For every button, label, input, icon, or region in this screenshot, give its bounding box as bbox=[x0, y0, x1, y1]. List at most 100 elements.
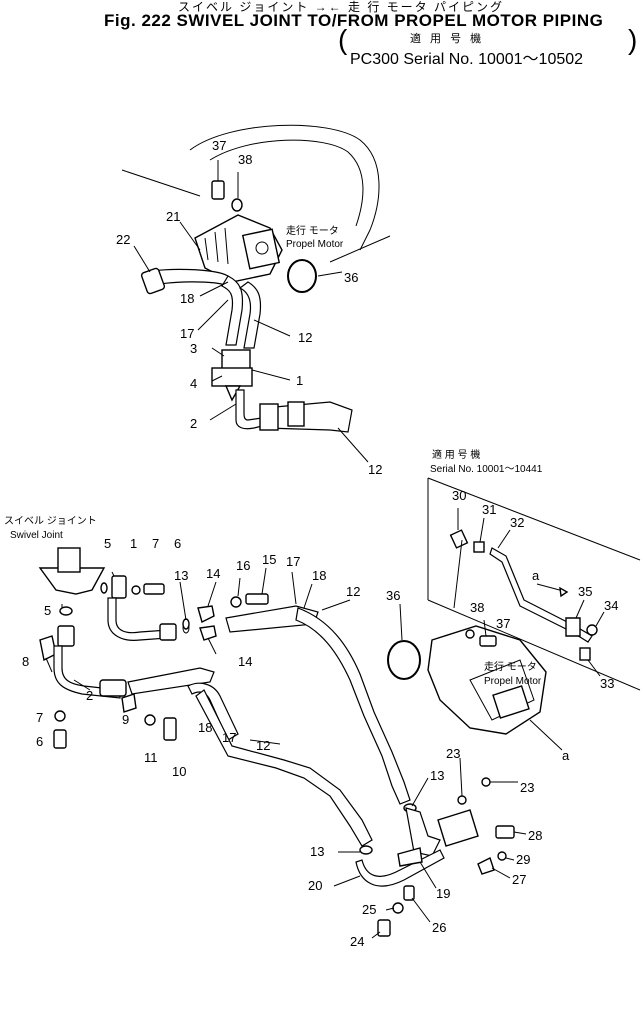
inset-applicable-jp: 適 用 号 機 bbox=[432, 448, 480, 461]
clip-27 bbox=[477, 857, 495, 875]
valve-block bbox=[437, 809, 479, 847]
part-number-35: 35 bbox=[578, 584, 592, 599]
part-number-13b: 13 bbox=[430, 768, 444, 783]
part-number-12-lower: 12 bbox=[346, 584, 360, 599]
reference-a-inset: a bbox=[532, 568, 540, 583]
part-number-9: 9 bbox=[122, 712, 129, 727]
elbow-14a bbox=[197, 605, 215, 624]
part-number-2-top: 2 bbox=[190, 416, 197, 431]
fitting-30 bbox=[449, 529, 469, 549]
part-number-23a: 23 bbox=[446, 746, 460, 761]
part-number-34: 34 bbox=[604, 598, 618, 613]
washer-7 bbox=[54, 710, 66, 722]
part-number-31: 31 bbox=[482, 502, 496, 517]
part-number-10: 10 bbox=[172, 764, 186, 779]
left-paren: ( bbox=[338, 24, 348, 55]
tube-32 bbox=[489, 547, 593, 643]
bolt-6 bbox=[53, 729, 67, 749]
part-number-20: 20 bbox=[308, 878, 322, 893]
part-number-5b: 5 bbox=[44, 603, 51, 618]
part-number-36-lower: 36 bbox=[386, 588, 400, 603]
tube-1 bbox=[107, 597, 169, 641]
part-number-38-lower: 38 bbox=[470, 600, 484, 615]
bolt-24 bbox=[377, 919, 391, 937]
figure-header: スイベル ジョイント →← 走 行 モータ パイピング Fig. 222 SWI… bbox=[0, 0, 644, 70]
part-number-30: 30 bbox=[452, 488, 466, 503]
part-number-17-lower: 17 bbox=[222, 730, 236, 745]
part-number-27: 27 bbox=[512, 872, 526, 887]
japanese-title: スイベル ジョイント →← 走 行 モータ パイピング bbox=[178, 0, 505, 14]
part-number-3: 3 bbox=[190, 341, 197, 356]
part-number-38-top: 38 bbox=[238, 152, 252, 167]
elbow-14b bbox=[199, 625, 217, 641]
part-number-25: 25 bbox=[362, 902, 376, 917]
washer-11 bbox=[144, 714, 156, 726]
part-number-13a: 13 bbox=[174, 568, 188, 583]
swivel-joint bbox=[38, 567, 106, 595]
washer-38-top bbox=[231, 198, 243, 212]
flange-19 bbox=[397, 847, 423, 867]
right-paren: ) bbox=[628, 24, 638, 55]
propel-motor-label-lower: Propel Motor bbox=[484, 676, 542, 687]
part-number-28: 28 bbox=[528, 828, 542, 843]
upper-assembly-view bbox=[121, 124, 391, 433]
o-ring-13c bbox=[359, 845, 373, 855]
bolt-10 bbox=[163, 717, 177, 741]
o-ring-36-lower bbox=[387, 640, 421, 680]
applicable-models-jp: 適 用 号 機 bbox=[410, 33, 485, 45]
propel-motor-label-top: Propel Motor bbox=[286, 239, 344, 250]
part-number-21: 21 bbox=[166, 209, 180, 224]
part-number-1-lower: 1 bbox=[130, 536, 137, 551]
connector-33 bbox=[579, 647, 591, 661]
part-number-19: 19 bbox=[436, 886, 450, 901]
lower-assembly-view bbox=[38, 547, 547, 937]
part-number-24: 24 bbox=[350, 934, 364, 949]
o-ring-23b bbox=[481, 777, 491, 787]
bolt-15 bbox=[245, 593, 269, 605]
part-number-37-lower: 37 bbox=[496, 616, 510, 631]
propel-motor-jp-label-lower: 走行 モータ bbox=[484, 660, 537, 673]
propel-motor-jp-label-top: 走行 モータ bbox=[286, 224, 339, 237]
part-number-7a: 7 bbox=[152, 536, 159, 551]
part-number-12-bottom: 12 bbox=[256, 738, 270, 753]
part-number-22: 22 bbox=[116, 232, 130, 247]
part-number-18-top: 18 bbox=[180, 291, 194, 306]
o-ring-36-top bbox=[287, 259, 317, 293]
hose-12-long bbox=[295, 607, 411, 805]
tube-2-top bbox=[235, 389, 263, 430]
swivel-joint-jp-label: スイベル ジョイント bbox=[4, 515, 97, 527]
plug-31 bbox=[473, 541, 485, 553]
washer-16 bbox=[230, 596, 242, 608]
washer-29 bbox=[497, 851, 507, 861]
bolt-37-top bbox=[211, 180, 225, 200]
part-number-14b: 14 bbox=[238, 654, 252, 669]
leader-lines bbox=[45, 160, 605, 939]
serial-inset-box bbox=[427, 477, 641, 691]
part-number-18-mid: 18 bbox=[312, 568, 326, 583]
reference-a-lower: a bbox=[562, 748, 570, 763]
nut-34 bbox=[586, 624, 598, 636]
figure-title: Fig. 222 SWIVEL JOINT TO/FROM PROPEL MOT… bbox=[104, 11, 604, 30]
part-number-36-top: 36 bbox=[344, 270, 358, 285]
plate-9 bbox=[121, 693, 137, 713]
bolt-26 bbox=[403, 885, 415, 901]
bolt-28 bbox=[495, 825, 515, 839]
washer-38-lower bbox=[465, 629, 475, 639]
part-number-11: 11 bbox=[144, 750, 158, 765]
serial-range: PC300 Serial No. 10001～10502 bbox=[350, 51, 584, 68]
inset-serial-range: Serial No. 10001～10441 bbox=[430, 464, 543, 475]
part-number-15: 15 bbox=[262, 552, 276, 567]
part-number-8: 8 bbox=[22, 654, 29, 669]
clamp-35 bbox=[565, 617, 581, 637]
o-ring-5 bbox=[59, 606, 73, 616]
part-number-32: 32 bbox=[510, 515, 524, 530]
part-number-6a: 6 bbox=[174, 536, 181, 551]
part-number-13c: 13 bbox=[310, 844, 324, 859]
part-number-29: 29 bbox=[516, 852, 530, 867]
part-number-4: 4 bbox=[190, 376, 197, 391]
part-number-23b: 23 bbox=[520, 780, 534, 795]
tube-2-lower bbox=[53, 645, 121, 699]
swivel-joint-label: Swivel Joint bbox=[10, 530, 63, 541]
washer-25 bbox=[392, 902, 404, 914]
